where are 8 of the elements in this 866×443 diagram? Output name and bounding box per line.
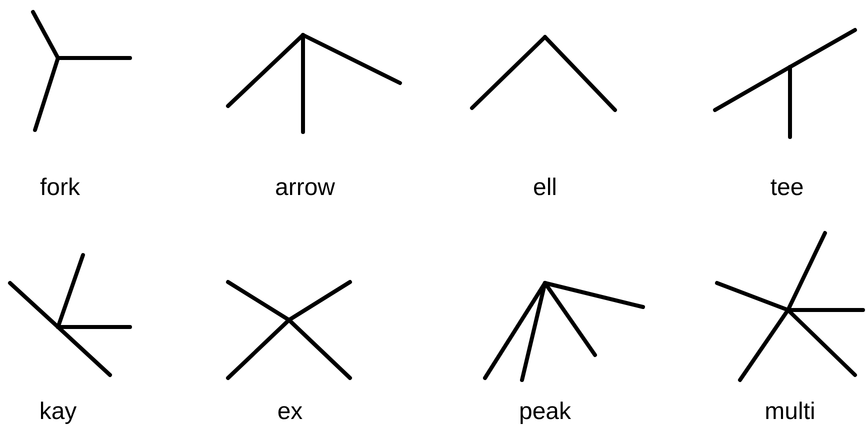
junction-label: kay: [39, 400, 77, 424]
junction-label: fork: [40, 176, 80, 200]
junction-label: ell: [533, 176, 557, 200]
junction-label: ex: [277, 400, 303, 424]
junction-label: multi: [764, 400, 816, 424]
junction-label: peak: [518, 400, 572, 424]
junction-label: arrow: [275, 176, 335, 200]
junction-label: tee: [770, 176, 804, 200]
